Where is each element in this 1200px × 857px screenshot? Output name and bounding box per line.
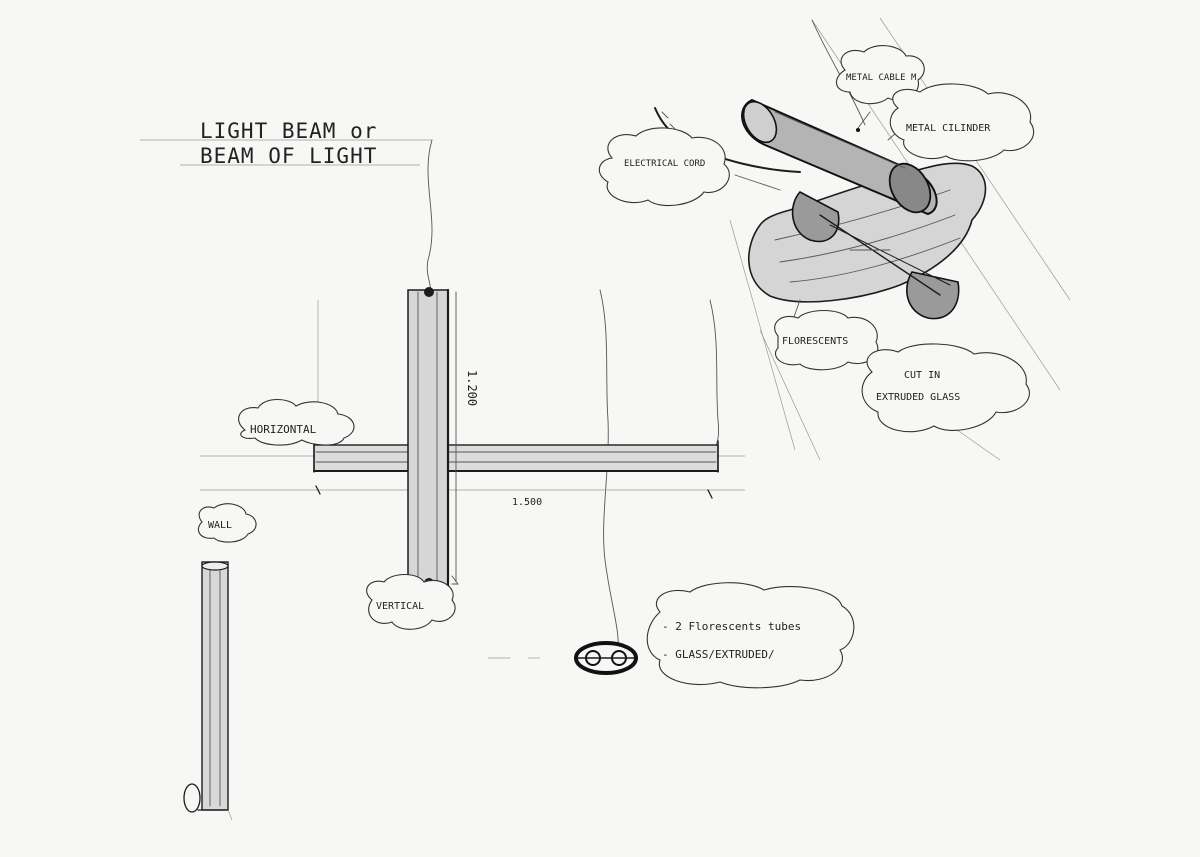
suspension-cables bbox=[317, 139, 719, 651]
cut-in-label: CUT IN bbox=[904, 370, 940, 381]
horizontal-dimension-ticks bbox=[315, 485, 713, 499]
fluorescents-label: FLORESCENTS bbox=[782, 336, 848, 347]
horizontal-cloud: HORIZONTAL bbox=[238, 398, 355, 446]
tubes-note: - 2 Florescents tubes bbox=[662, 620, 801, 633]
vertical-label: VERTICAL bbox=[376, 601, 424, 612]
electrical-cord-cloud: ELECTRICAL CORD bbox=[598, 127, 730, 207]
vertical-dimension: 1.200 bbox=[465, 370, 479, 406]
metal-cable-cloud: METAL CABLE M bbox=[836, 45, 925, 105]
title-block: LIGHT BEAM or BEAM OF LIGHT bbox=[140, 119, 432, 168]
horizontal-beam bbox=[200, 440, 745, 491]
extruded-glass-cloud: CUT IN EXTRUDED GLASS bbox=[861, 343, 1030, 433]
perspective-detail bbox=[654, 17, 1071, 461]
wall-label: WALL bbox=[208, 520, 232, 531]
fluorescents-cloud: FLORESCENTS bbox=[774, 309, 879, 371]
section-notes-cloud: - 2 Florescents tubes - GLASS/EXTRUDED/ bbox=[646, 582, 855, 689]
horizontal-dimension: 1.500 bbox=[512, 497, 542, 508]
metal-cylinder-label: METAL CILINDER bbox=[906, 123, 991, 134]
title-line-2: BEAM OF LIGHT bbox=[200, 144, 377, 168]
metal-cable-label: METAL CABLE M bbox=[846, 73, 917, 83]
metal-cylinder-cloud: METAL CILINDER bbox=[889, 83, 1035, 162]
vertical-cloud: VERTICAL bbox=[366, 573, 456, 630]
extruded-glass-label: EXTRUDED GLASS bbox=[876, 392, 960, 403]
cross-section bbox=[488, 641, 638, 675]
wall-elevation: WALL bbox=[183, 503, 257, 821]
title-line-1: LIGHT BEAM or bbox=[200, 119, 377, 143]
glass-note: - GLASS/EXTRUDED/ bbox=[662, 648, 775, 661]
electrical-cord-label: ELECTRICAL CORD bbox=[624, 159, 705, 169]
horizontal-label: HORIZONTAL bbox=[250, 423, 317, 436]
vertical-beam bbox=[407, 287, 459, 588]
